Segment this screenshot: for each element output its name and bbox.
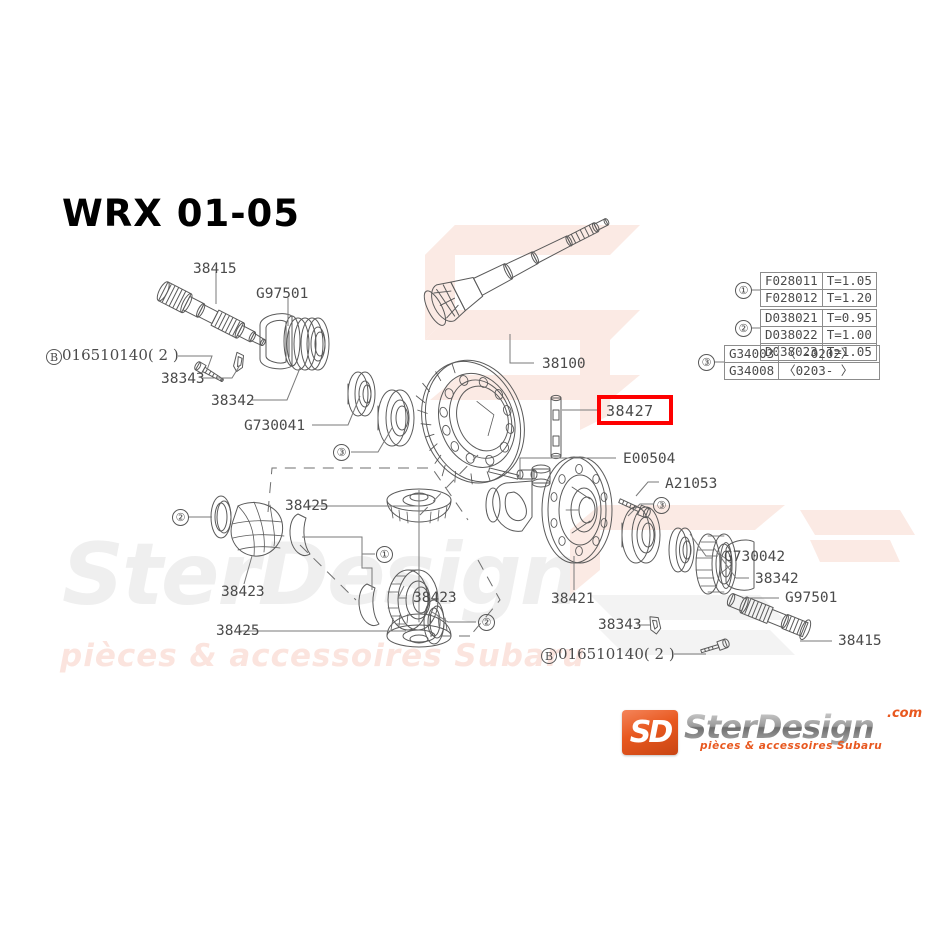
- callout-38343-right: 38343: [598, 617, 642, 633]
- index-marker-3-right: ③: [653, 497, 670, 514]
- page-title: WRX 01-05: [62, 192, 301, 235]
- spec-index-1: ①: [735, 282, 752, 299]
- callout-38415-top-left: 38415: [193, 261, 237, 277]
- callout-e00504: E00504: [623, 451, 676, 467]
- callout-38425-bottom: 38425: [216, 623, 260, 639]
- logo-tagline: pièces & accessoires Subaru: [700, 740, 883, 752]
- logo-monogram: SD: [629, 715, 674, 750]
- spec-group-1: F028011 T=1.05 F028012 T=1.20: [760, 272, 877, 307]
- spec-index-3: ③: [698, 354, 715, 371]
- logo-wordmark: SterDesign: [684, 708, 875, 746]
- spec-cell: 〈0203- 〉: [778, 362, 881, 380]
- sterdesign-logo[interactable]: SD SterDesign .com pièces & accessoires …: [622, 706, 922, 764]
- callout-g97501-right: G97501: [785, 590, 838, 606]
- spec-cell: T=1.00: [821, 326, 877, 344]
- logo-badge-icon: SD: [622, 710, 678, 755]
- table-row: F028012 T=1.20: [760, 289, 877, 307]
- callout-bolt-bottom-right: 016510140( 2 ): [558, 645, 675, 663]
- callout-38342-right: 38342: [755, 571, 799, 587]
- callout-38343-top-left: 38343: [161, 371, 205, 387]
- index-marker-1-mid: ①: [376, 546, 393, 563]
- table-row: G34008 〈0203- 〉: [723, 362, 881, 380]
- table-row: G34003 〈 -0202〉: [723, 345, 881, 363]
- part-cell: G34008: [723, 362, 780, 380]
- part-cell: F028012: [760, 289, 823, 307]
- index-marker-b-left: B: [46, 349, 62, 365]
- callout-g730042: G730042: [724, 549, 786, 565]
- callout-38421: 38421: [551, 591, 595, 607]
- table-row: F028011 T=1.05: [760, 272, 877, 290]
- index-marker-3-left: ③: [333, 444, 350, 461]
- part-cell: F028011: [760, 272, 823, 290]
- index-marker-b-right: B: [541, 648, 557, 664]
- part-cell: D038022: [760, 326, 823, 344]
- callout-bolt-top-left: 016510140( 2 ): [62, 346, 179, 364]
- highlighted-part-box[interactable]: [597, 395, 673, 425]
- callout-38425-top: 38425: [285, 498, 329, 514]
- highlighted-part-number: 38427: [606, 402, 654, 420]
- part-cell: D038021: [760, 309, 823, 327]
- callout-a21053: A21053: [665, 476, 718, 492]
- table-row: D038021 T=0.95: [760, 309, 877, 327]
- callout-38423-left: 38423: [221, 584, 265, 600]
- logo-dotcom: .com: [887, 706, 923, 721]
- callout-g730041: G730041: [244, 418, 306, 434]
- part-cell: G34003: [723, 345, 780, 363]
- spec-group-3: G34003 〈 -0202〉 G34008 〈0203- 〉: [723, 345, 881, 380]
- spec-cell: T=1.05: [821, 272, 877, 290]
- callout-38415-right: 38415: [838, 633, 882, 649]
- spec-cell: 〈 -0202〉: [778, 345, 881, 363]
- spec-cell: T=0.95: [821, 309, 877, 327]
- spec-cell: T=1.20: [821, 289, 877, 307]
- index-marker-2-right: ②: [478, 614, 495, 631]
- spec-index-2: ②: [735, 320, 752, 337]
- callout-38100: 38100: [542, 356, 586, 372]
- callout-g97501-top-left: G97501: [256, 286, 309, 302]
- callout-38423-right: 38423: [413, 590, 457, 606]
- callout-38342-top-left: 38342: [211, 393, 255, 409]
- table-row: D038022 T=1.00: [760, 326, 877, 344]
- index-marker-2-left: ②: [172, 509, 189, 526]
